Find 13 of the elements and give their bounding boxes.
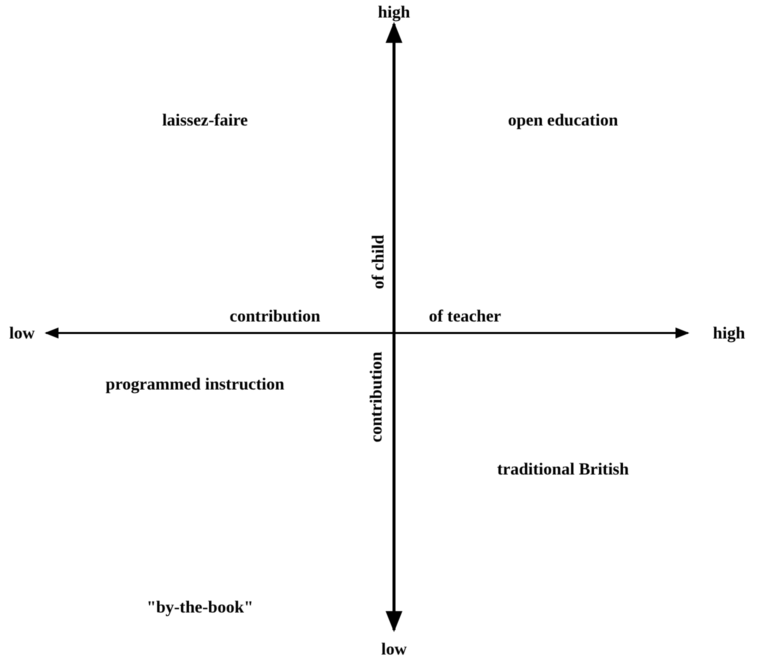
- axis-end-label: low: [381, 640, 407, 658]
- axis-title: contribution: [368, 352, 384, 442]
- axis-end-label: high: [378, 4, 410, 20]
- quadrant-label: programmed instruction: [106, 376, 284, 392]
- axis-end-label: high: [712, 324, 746, 342]
- quadrant-label: traditional British: [497, 460, 629, 478]
- quadrant-label: "by-the-book": [146, 598, 254, 616]
- axis-title: of teacher: [428, 308, 502, 324]
- quadrant-label: laissez-faire: [162, 112, 248, 128]
- quadrant-label: open education: [508, 112, 618, 128]
- axis-end-label: low: [9, 324, 35, 342]
- axis-title: of child: [370, 234, 386, 290]
- axis-title: contribution: [230, 308, 320, 324]
